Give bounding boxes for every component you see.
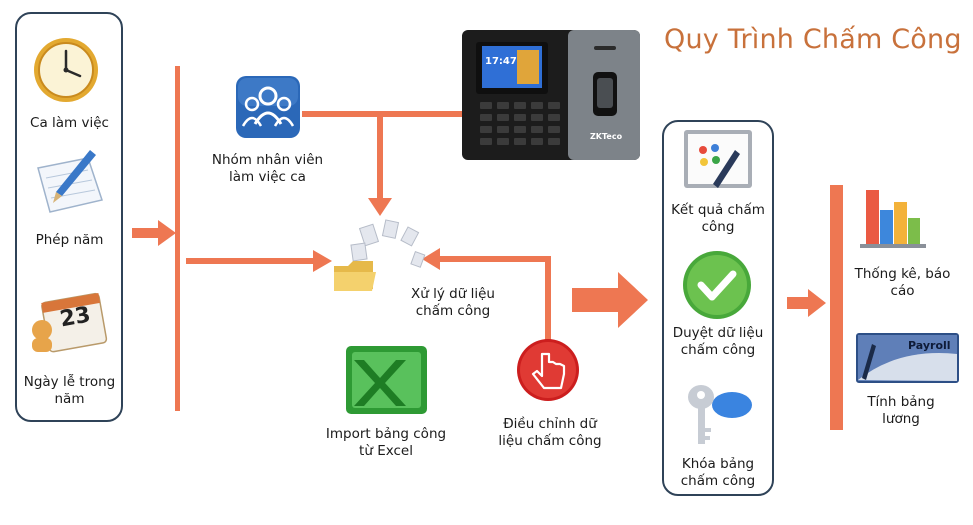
payroll-card-text: Payroll	[908, 339, 951, 352]
label-payroll: Tính bảng lương	[860, 394, 942, 428]
